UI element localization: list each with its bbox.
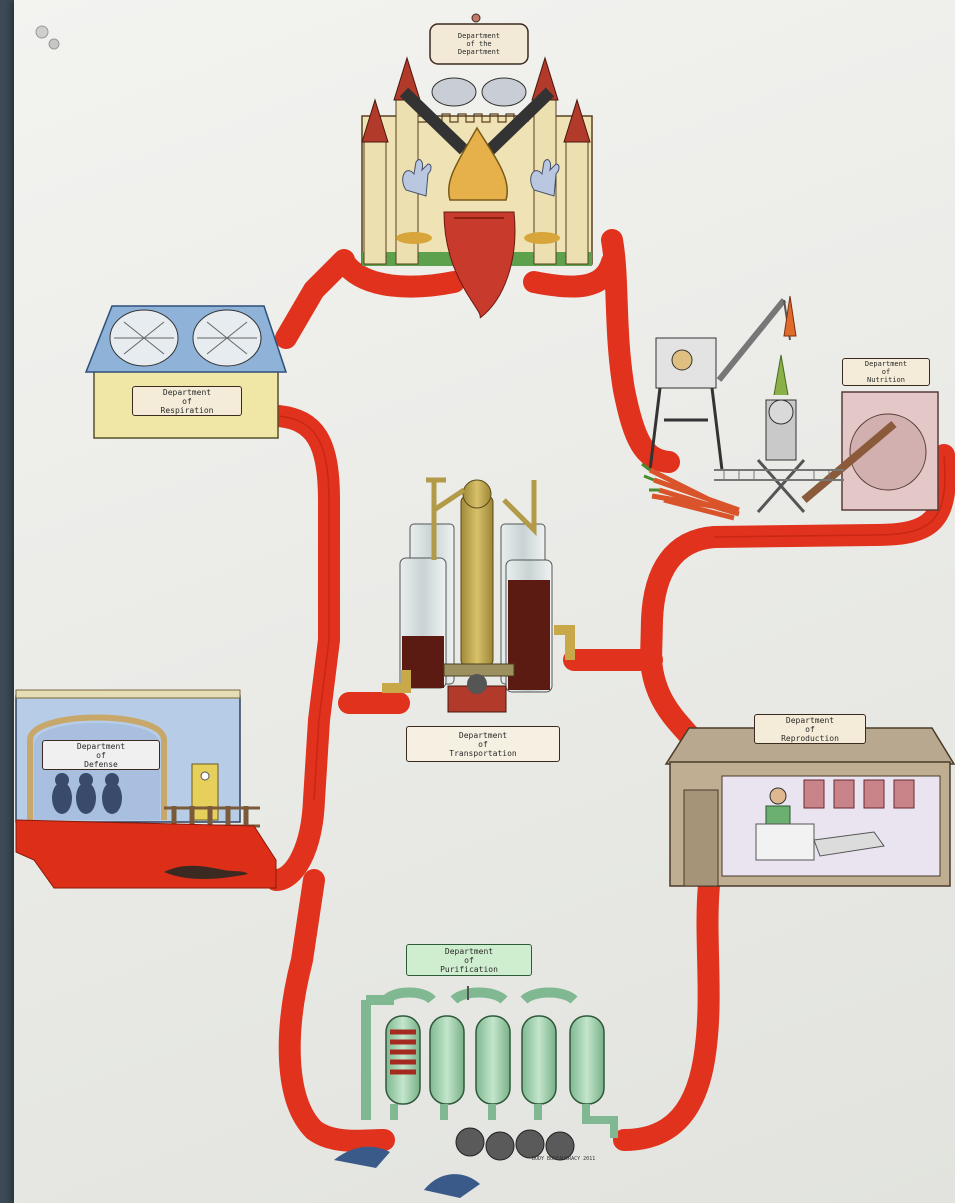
- sign-department-respiration: Department of Respiration: [132, 386, 242, 416]
- castle-illustration: [361, 13, 593, 319]
- sign-department-purification: Department of Purification: [406, 944, 532, 976]
- poster: Department of the Department Department …: [14, 0, 955, 1203]
- sign-department-transportation: Department of Transportation: [406, 726, 560, 762]
- illustration: [15, 13, 955, 1198]
- nutrition-machine-illustration: [641, 295, 939, 521]
- sign-department-nutrition: Department of Nutrition: [842, 358, 930, 386]
- sign-department-top: Department of the Department: [457, 32, 501, 56]
- transportation-engine-illustration: [382, 477, 575, 713]
- artist-credit: BODY BUREAUCRACY 2011: [532, 1156, 596, 1162]
- purification-tanks-illustration: [334, 986, 618, 1198]
- sign-department-defense: Department of Defense: [42, 740, 160, 770]
- sign-department-reproduction: Department of Reproduction: [754, 714, 866, 744]
- respiration-house-illustration: [84, 305, 288, 439]
- reproduction-shop-illustration: [664, 727, 955, 887]
- defense-building-illustration: [15, 689, 277, 889]
- thumbtack-icon: [35, 25, 60, 50]
